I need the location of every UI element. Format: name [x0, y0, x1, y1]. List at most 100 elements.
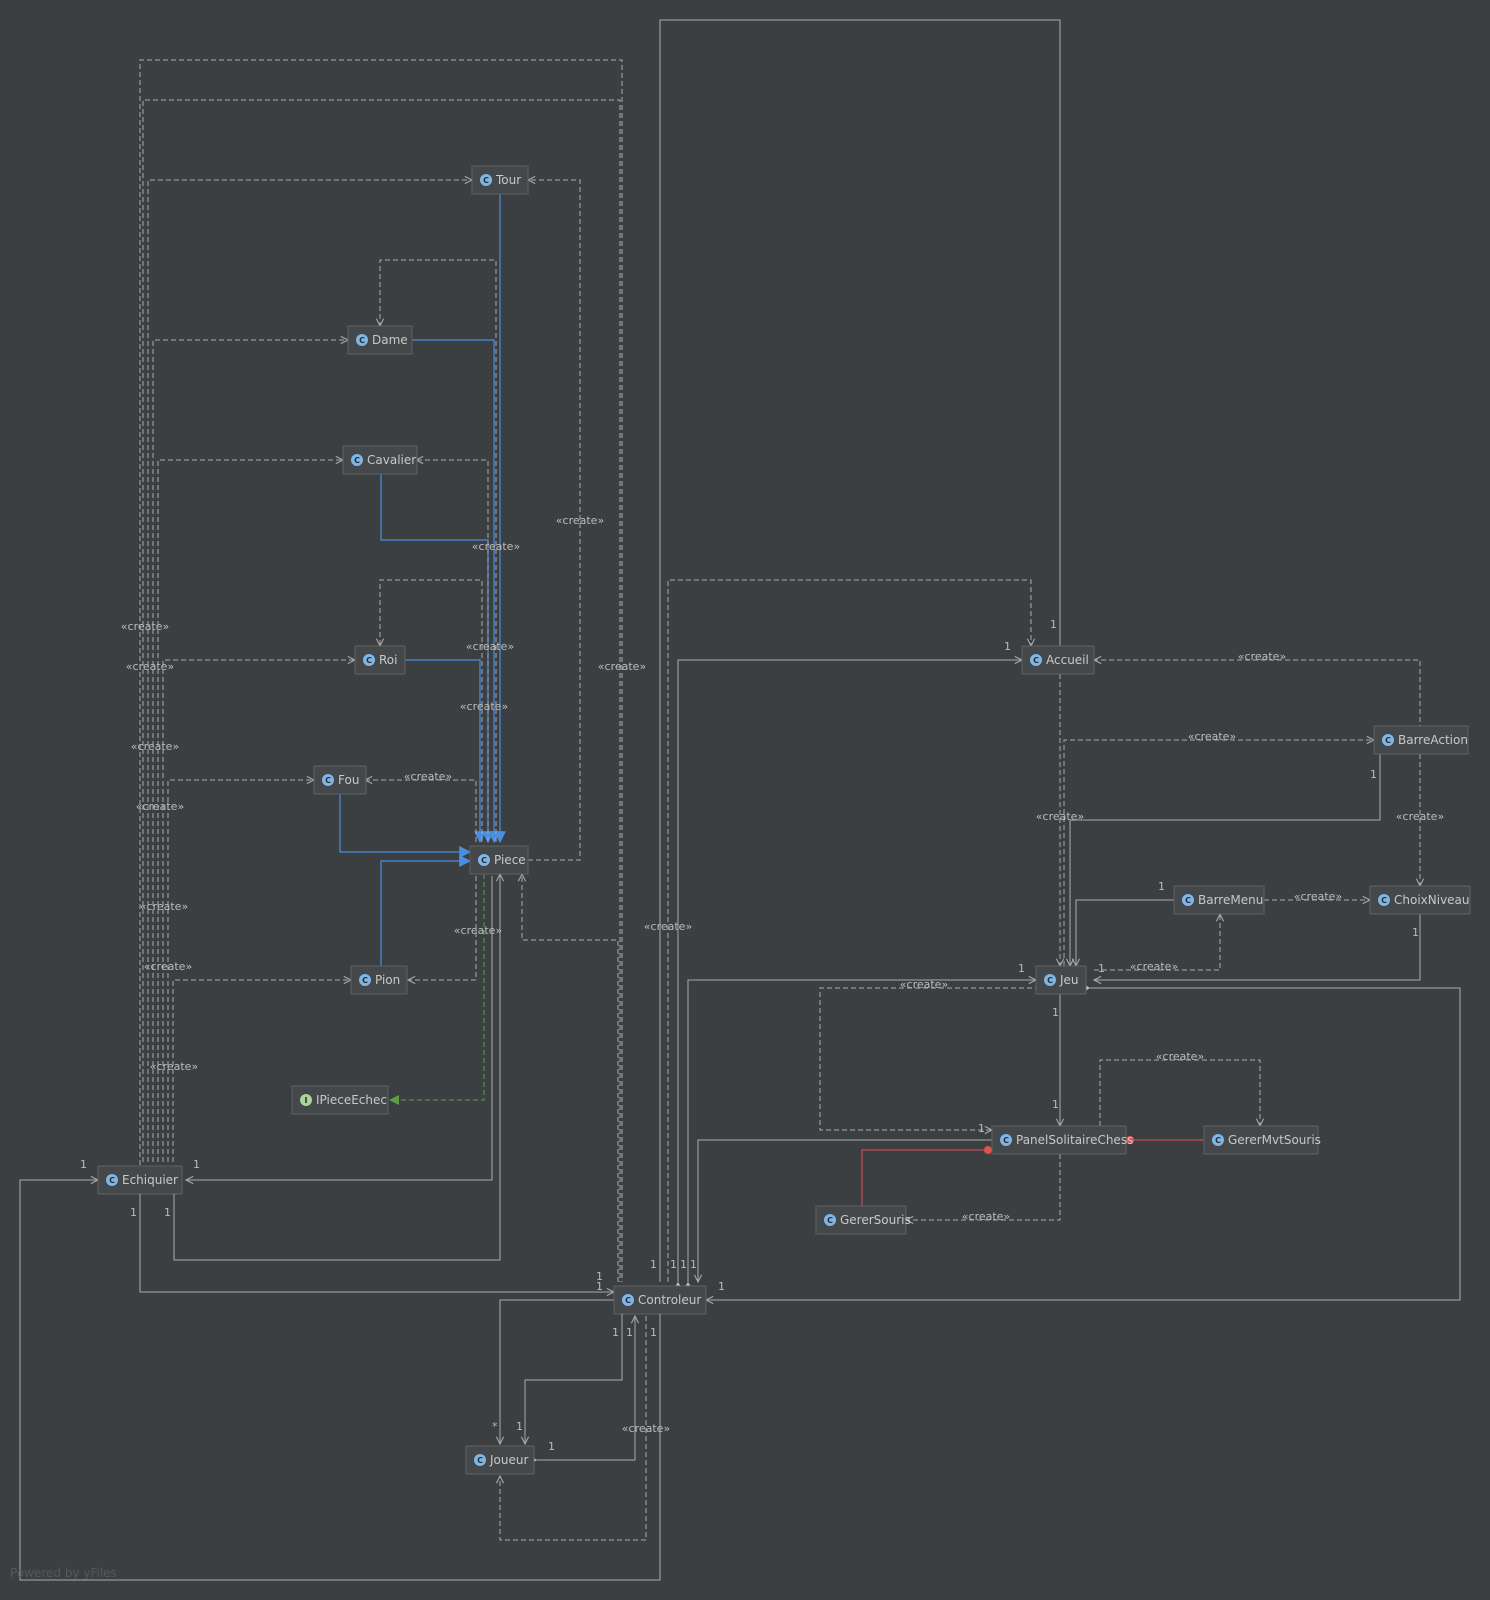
class-icon-letter: C: [362, 976, 368, 985]
create-stereotype-label: «create»: [1036, 810, 1084, 823]
class-icon-letter: C: [1381, 896, 1387, 905]
class-icon-letter: C: [481, 856, 487, 865]
multiplicity-label: 1: [130, 1206, 137, 1219]
class-icon: [1378, 894, 1390, 906]
class-name: ChoixNiveau: [1394, 893, 1470, 907]
class-icon-letter: C: [827, 1216, 833, 1225]
class-icon: [622, 1294, 634, 1306]
create-stereotype-label: «create»: [121, 620, 169, 633]
class-icon-letter: C: [1033, 656, 1039, 665]
create-stereotype-label: «create»: [126, 660, 174, 673]
class-name: Jeu: [1059, 973, 1079, 987]
multiplicity-label: 1: [1052, 1098, 1059, 1111]
class-icon: [824, 1214, 836, 1226]
class-icon-letter: C: [483, 176, 489, 185]
class-icon: [478, 854, 490, 866]
class-dame[interactable]: C Dame: [347, 325, 413, 355]
class-barreaction[interactable]: C BarreAction: [1373, 725, 1469, 755]
class-roi[interactable]: C Roi: [354, 645, 406, 675]
multiplicity-label: 1: [626, 1326, 633, 1339]
class-name: GererMvtSouris: [1228, 1133, 1321, 1147]
multiplicity-label: 1: [690, 1258, 697, 1271]
create-stereotype-label: «create»: [598, 660, 646, 673]
create-stereotype-label: «create»: [472, 540, 520, 553]
class-choixniveau[interactable]: C ChoixNiveau: [1369, 885, 1471, 915]
create-stereotype-label: «create»: [1294, 890, 1342, 903]
class-name: Echiquier: [122, 1173, 178, 1187]
multiplicity-label: 1: [596, 1280, 603, 1293]
class-icon-letter: C: [1003, 1136, 1009, 1145]
class-icon: [363, 654, 375, 666]
class-name: BarreMenu: [1198, 893, 1263, 907]
class-icon-letter: C: [359, 336, 365, 345]
class-name: Roi: [379, 653, 397, 667]
multiplicity-label: 1: [1004, 640, 1011, 653]
association-edges-right: [659, 19, 1461, 1300]
multiplicity-label: 1: [718, 1280, 725, 1293]
create-stereotype-label: «create»: [454, 924, 502, 937]
multiplicity-label: 1: [548, 1440, 555, 1453]
inner-class-edges: [861, 1139, 1204, 1206]
multiplicity-label: 1: [612, 1326, 619, 1339]
class-box: [991, 1125, 1127, 1155]
multiplicity-label: *: [492, 1420, 498, 1433]
create-stereotype-label: «create»: [466, 640, 514, 653]
class-gerermvtsouris[interactable]: C GererMvtSouris: [1203, 1125, 1321, 1155]
class-name: Fou: [338, 773, 359, 787]
association-edges-left: [19, 874, 660, 1581]
multiplicity-label: 1: [1018, 962, 1025, 975]
class-icon: [322, 774, 334, 786]
class-icon: [106, 1174, 118, 1186]
class-icon-letter: C: [366, 656, 372, 665]
multiplicity-label: 1: [1412, 926, 1419, 939]
class-tour[interactable]: C Tour: [471, 165, 529, 195]
interface-icon: [300, 1094, 312, 1106]
class-icon-letter: C: [1385, 736, 1391, 745]
class-name: Tour: [495, 173, 521, 187]
multiplicity-label: 1: [1052, 1006, 1059, 1019]
create-stereotype-label: «create»: [1396, 810, 1444, 823]
create-stereotype-label: «create»: [900, 978, 948, 991]
inner-class-marker: [984, 1146, 992, 1154]
class-name: BarreAction: [1398, 733, 1468, 747]
class-gerersouris[interactable]: C GererSouris: [815, 1205, 911, 1235]
create-edge-joueur: [500, 1316, 647, 1541]
class-name: Cavalier: [367, 453, 416, 467]
multiplicity-label: 1: [680, 1258, 687, 1271]
class-icon-letter: C: [1215, 1136, 1221, 1145]
create-stereotype-label: «create»: [622, 1422, 670, 1435]
create-stereotype-label: «create»: [131, 740, 179, 753]
stereotype-labels: «create» «create» «create» «create» «create»…: [121, 514, 1444, 1435]
class-icon: [1044, 974, 1056, 986]
multiplicity-label: 1: [670, 1258, 677, 1271]
multiplicity-label: 1: [1050, 618, 1057, 631]
multiplicity-label: 1: [650, 1258, 657, 1271]
class-icon: [1212, 1134, 1224, 1146]
class-icon-letter: C: [325, 776, 331, 785]
create-stereotype-label: «create»: [460, 700, 508, 713]
class-icon: [359, 974, 371, 986]
class-name: IPieceEchec: [316, 1093, 387, 1107]
class-ipieceechec[interactable]: I IPieceEchec: [291, 1085, 389, 1115]
class-icon-letter: I: [305, 1096, 308, 1105]
class-icon: [1182, 894, 1194, 906]
class-icon: [351, 454, 363, 466]
create-stereotype-label: «create»: [556, 514, 604, 527]
create-stereotype-label: «create»: [1130, 960, 1178, 973]
class-name: GererSouris: [840, 1213, 911, 1227]
class-name: Dame: [372, 333, 408, 347]
class-fou[interactable]: C Fou: [313, 765, 367, 795]
multiplicity-label: 1: [978, 1122, 985, 1135]
